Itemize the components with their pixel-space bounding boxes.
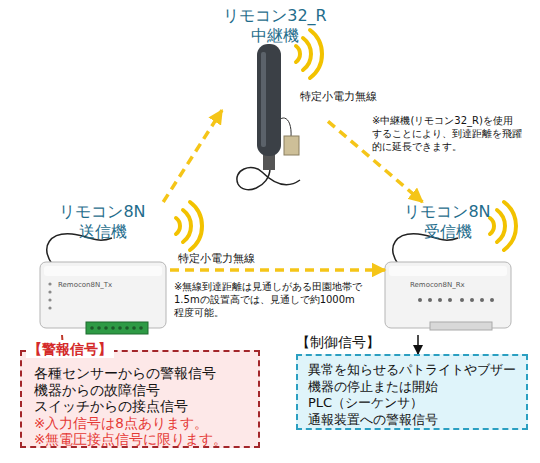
device-top xyxy=(44,266,162,276)
wave-arc xyxy=(183,210,191,242)
wave-arc xyxy=(310,30,322,78)
signal-connector xyxy=(163,110,222,202)
signal-item: 各種センサーからの警報信号 xyxy=(34,365,258,382)
sensor-box xyxy=(284,136,299,155)
signal-connector xyxy=(328,121,423,202)
device-marking: Remocon8N_Rx xyxy=(410,281,500,290)
signal-note: ※無電圧接点信号に限ります。 xyxy=(34,431,258,448)
signal-item: スイッチからの接点信号 xyxy=(34,398,258,415)
antenna-cable xyxy=(237,168,300,190)
wave-arc xyxy=(303,38,311,70)
radio-label: 特定小電力無線 xyxy=(178,252,288,266)
device-title: リモコン32_R 中継機 xyxy=(223,6,326,46)
wave-arc xyxy=(176,218,180,234)
signal-note: ※入力信号は8点あります。 xyxy=(34,415,258,432)
receiver-device xyxy=(385,234,511,330)
terminal-block xyxy=(86,322,148,334)
wave-arc xyxy=(296,46,300,62)
note-text: ※中継機(リモコン32_R)を使用することにより、到達距離を飛躍的に延長できます… xyxy=(372,114,522,153)
device-leds xyxy=(48,282,51,309)
device-title: リモコン8N 送信機 xyxy=(59,202,145,242)
note-text: ※無線到達距離は見通しがある田園地帯で1.5mの設置高では、見通しで約1000m… xyxy=(174,280,364,319)
signal-item: 異常を知らせるパトライトやブザー xyxy=(308,362,526,379)
signal-connector xyxy=(170,268,385,272)
box-heading: 【制御信号】 xyxy=(296,333,380,351)
radio-label: 特定小電力無線 xyxy=(300,90,410,104)
device-marking: Remocon8N_Tx xyxy=(58,281,148,290)
transmitter-unit: リモコン8N 送信機 xyxy=(35,202,170,335)
wave-arc xyxy=(504,202,516,250)
relay-antenna xyxy=(237,44,300,190)
wave-arc xyxy=(497,210,505,242)
wave-arc xyxy=(190,202,202,250)
box-heading: 【警報信号】 xyxy=(26,340,114,358)
device-body xyxy=(385,262,511,328)
terminal-block xyxy=(430,322,492,330)
signal-item: PLC（シーケンサ） xyxy=(308,395,526,412)
device-top xyxy=(389,266,507,276)
receiver-unit: リモコン8N 受信機 xyxy=(385,202,510,335)
device-title: リモコン8N 受信機 xyxy=(404,202,490,242)
device-leds xyxy=(418,298,494,302)
signal-item: 機器の停止または開始 xyxy=(308,379,526,396)
transmitter-device xyxy=(40,234,166,334)
control-signal-box: 【制御信号】異常を知らせるパトライトやブザー機器の停止または開始PLC（シーケン… xyxy=(296,354,528,430)
radio-waves xyxy=(176,30,516,250)
device-body xyxy=(40,262,166,328)
signal-connector xyxy=(417,335,419,354)
antenna-rod xyxy=(257,44,281,156)
terminal-holes xyxy=(90,326,143,330)
signal-item: 通報装置への警報信号 xyxy=(308,412,526,429)
signal-item: 機器からの故障信号 xyxy=(34,382,258,399)
alarm-signal-box: 【警報信号】各種センサーからの警報信号機器からの故障信号スイッチからの接点信号※… xyxy=(20,350,260,448)
antenna-highlight xyxy=(261,52,266,147)
wave-arc xyxy=(490,218,494,234)
signal-connector xyxy=(62,335,63,350)
